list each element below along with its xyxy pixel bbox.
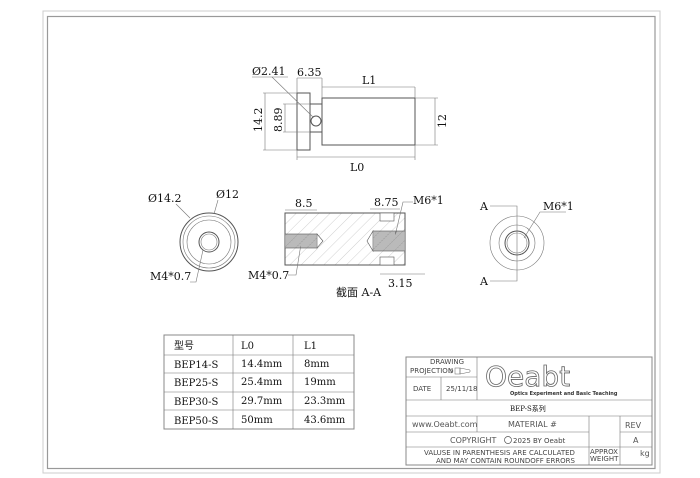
rev-value: A	[633, 436, 639, 445]
copyright-icon	[504, 436, 512, 444]
dim-flange-diameter: 14.2	[252, 108, 265, 133]
projection-symbol-icon	[448, 367, 471, 375]
front-thread-label: M4*0.7	[150, 270, 191, 283]
front-view: Ø14.2 Ø12 M4*0.7	[148, 188, 239, 283]
dim-l0: L0	[350, 161, 364, 174]
section-right-thread: M6*1	[413, 194, 444, 207]
table-row: BEP30-S 29.7mm 23.3mm	[174, 396, 346, 408]
cell-l0: 29.7mm	[241, 396, 283, 407]
top-view: Ø2.41 6.35 L1 L0 14.2 8.89 12	[252, 65, 449, 174]
dim-groove: 3.15	[388, 277, 413, 290]
dim-body-diameter: 12	[436, 114, 449, 128]
cell-l0: 50mm	[241, 415, 273, 426]
weight-unit: kg	[640, 449, 650, 458]
right-thread-label: M6*1	[543, 200, 574, 213]
cell-model: BEP25-S	[174, 378, 218, 389]
dim-outer-diameter: Ø14.2	[148, 192, 182, 205]
logo: Oeabt	[485, 360, 570, 393]
section-view: 8.5 8.75 M6*1 M4*0.7 3.15 截面 A-A	[248, 194, 444, 299]
outer-frame	[42, 10, 661, 474]
header-model: 型号	[174, 339, 194, 352]
drawing-label: DRAWING	[430, 358, 464, 366]
table-row: BEP14-S 14.4mm 8mm	[174, 359, 330, 371]
header-l0: L0	[241, 341, 254, 352]
projection-label: PROJECTION	[410, 367, 453, 375]
header-l1: L1	[304, 341, 317, 352]
table-row: BEP50-S 50mm 43.6mm	[174, 415, 346, 427]
section-left-thread: M4*0.7	[248, 269, 289, 282]
cell-model: BEP14-S	[174, 360, 218, 371]
section-mark-bottom: A	[479, 275, 489, 288]
dim-flange-length: 6.35	[297, 66, 322, 79]
dim-hole-diameter: Ø2.41	[252, 65, 286, 78]
title-block: DRAWING PROJECTION DATE 25/11/18 Oeabt O…	[405, 356, 653, 466]
section-caption: 截面 A-A	[336, 285, 382, 299]
dim-l1: L1	[362, 74, 376, 87]
date-label: DATE	[413, 385, 431, 393]
rev-label: REV	[625, 421, 642, 430]
copyright-label: COPYRIGHT	[450, 436, 497, 445]
cell-l1: 23.3mm	[304, 396, 346, 407]
cell-l0: 25.4mm	[241, 377, 283, 388]
website-link[interactable]: www.Oeabt.com	[412, 420, 478, 429]
material-label: MATERIAL #	[508, 420, 557, 429]
cell-l0: 14.4mm	[241, 359, 283, 370]
approx-label: APPROX	[590, 448, 618, 456]
dim-neck-diameter: 8.89	[272, 108, 285, 133]
cell-l1: 8mm	[304, 359, 330, 370]
note-line-1: VALUSE IN PARENTHESIS ARE CALCULATED	[424, 449, 575, 457]
inner-frame	[46, 15, 656, 470]
weight-label: WEIGHT	[590, 455, 619, 463]
parts-table: 型号 L0 L1 BEP14-S 14.4mm 8mm BEP25-S 25.4…	[163, 334, 355, 430]
table-row: BEP25-S 25.4mm 19mm	[174, 377, 336, 389]
dim-inner-diameter: Ø12	[216, 188, 239, 201]
section-mark-top: A	[479, 200, 489, 213]
copyright-by: 2025 BY Oeabt	[513, 437, 566, 445]
cell-l1: 43.6mm	[304, 415, 346, 426]
dim-right-depth: 8.75	[374, 196, 399, 209]
right-view: A A M6*1	[479, 200, 574, 288]
dim-left-depth: 8.5	[295, 197, 313, 210]
date-value: 25/11/18	[446, 385, 477, 393]
series-name: BEP-S系列	[510, 404, 546, 413]
cell-model: BEP30-S	[174, 397, 218, 408]
cell-model: BEP50-S	[174, 416, 218, 427]
note-line-2: AND MAY CONTAIN ROUNDOFF ERRORS	[436, 457, 576, 465]
cell-l1: 19mm	[304, 377, 336, 388]
logo-tagline: Optics Experiment and Basic Teaching	[510, 391, 618, 397]
side-hole	[310, 115, 322, 127]
